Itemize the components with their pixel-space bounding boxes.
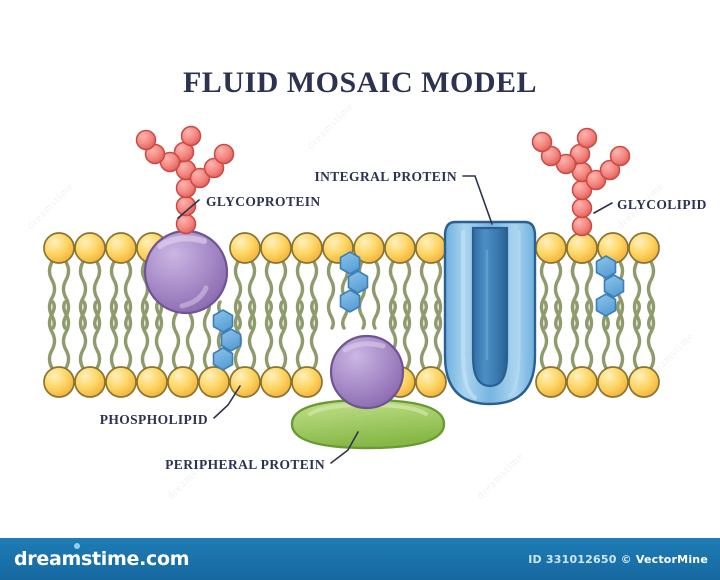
author-name: VectorMine bbox=[635, 553, 708, 566]
glycoprotein-sugar-chain bbox=[135, 125, 235, 235]
leader-line-peripheral-protein bbox=[330, 431, 359, 464]
dreamstime-logo-dot bbox=[74, 543, 80, 549]
label-integral-protein: INTEGRAL PROTEIN bbox=[314, 169, 457, 184]
image-credit: ID 331012650 © VectorMine bbox=[528, 553, 708, 566]
image-id: ID 331012650 bbox=[528, 553, 617, 566]
label-phospholipid: PHOSPHOLIPID bbox=[100, 412, 208, 427]
membrane-protein-purple bbox=[329, 334, 405, 410]
dreamstime-logo: dreamstime.com bbox=[14, 543, 190, 570]
leader-line-phospholipid bbox=[213, 385, 241, 419]
label-glycoprotein: GLYCOPROTEIN bbox=[206, 194, 321, 209]
glycoprotein bbox=[135, 125, 235, 315]
copyright-icon: © bbox=[620, 553, 632, 566]
integral-protein bbox=[443, 220, 537, 406]
page-title: FLUID MOSAIC MODEL bbox=[183, 66, 537, 99]
leader-line-glycolipid bbox=[593, 202, 613, 214]
footer-bar bbox=[0, 538, 720, 580]
glycolipid-sugar-chain bbox=[531, 127, 631, 237]
label-peripheral-protein: PERIPHERAL PROTEIN bbox=[165, 457, 325, 472]
label-glycolipid: GLYCOLIPID bbox=[617, 197, 707, 212]
cholesterol-molecule bbox=[595, 255, 625, 317]
leader-line-integral-protein bbox=[462, 175, 493, 225]
glycolipid bbox=[531, 127, 631, 330]
leader-line-glycoprotein bbox=[177, 199, 200, 219]
dreamstime-logo-text: dreamstime.com bbox=[14, 548, 190, 570]
